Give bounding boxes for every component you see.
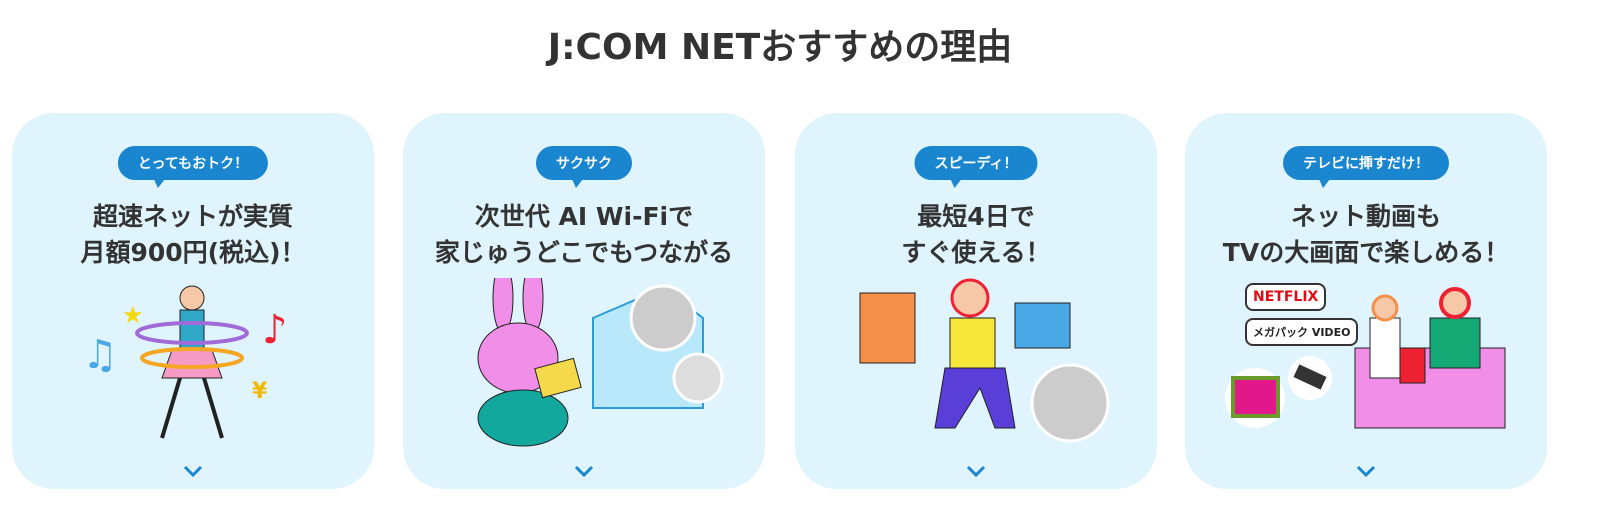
chevron-down-icon[interactable]: [966, 465, 986, 477]
family-sofa-illustration: NETFLIX メガパック VIDEO: [1225, 278, 1507, 458]
chevron-down-icon[interactable]: [574, 465, 594, 477]
netflix-logo: NETFLIX: [1245, 283, 1327, 311]
card-title: 超速ネットが実質月額900円(税込)！: [80, 202, 306, 267]
reason-card-speedy[interactable]: スピーディ！ 最短4日ですぐ使える！: [795, 113, 1157, 489]
reason-card-price[interactable]: とってもおトク！ 超速ネットが実質月額900円(税込)！ ♫ ♪ ★ ¥: [12, 113, 374, 489]
svg-text:♫: ♫: [82, 332, 118, 378]
megapack-logo: メガパック VIDEO: [1245, 318, 1359, 346]
card-title: 最短4日ですぐ使える！: [901, 202, 1051, 267]
card-badge: とってもおトク！: [117, 146, 269, 188]
computer-calendar-illustration: [859, 278, 1110, 443]
section-heading: J:COM NETおすすめの理由: [547, 27, 1013, 68]
svg-text:★: ★: [122, 301, 144, 329]
rabbit-tablet-illustration: [477, 278, 724, 447]
chevron-down-icon[interactable]: [183, 465, 203, 477]
svg-text:♪: ♪: [262, 307, 288, 353]
reason-card-wifi[interactable]: サクサク 次世代 AI Wi-Fiで家じゅうどこでもつながる: [403, 113, 765, 489]
svg-text:¥: ¥: [252, 379, 268, 404]
chevron-down-icon[interactable]: [1356, 465, 1376, 477]
card-badge: サクサク: [536, 146, 632, 188]
girl-hula-hoop-illustration: ♫ ♪ ★ ¥: [82, 285, 288, 439]
card-title: 次世代 AI Wi-Fiで家じゅうどこでもつながる: [434, 202, 734, 267]
card-badge: スピーディ！: [914, 146, 1038, 188]
card-badge: テレビに挿すだけ！: [1283, 146, 1449, 188]
family-sofa-art: [1225, 287, 1506, 429]
